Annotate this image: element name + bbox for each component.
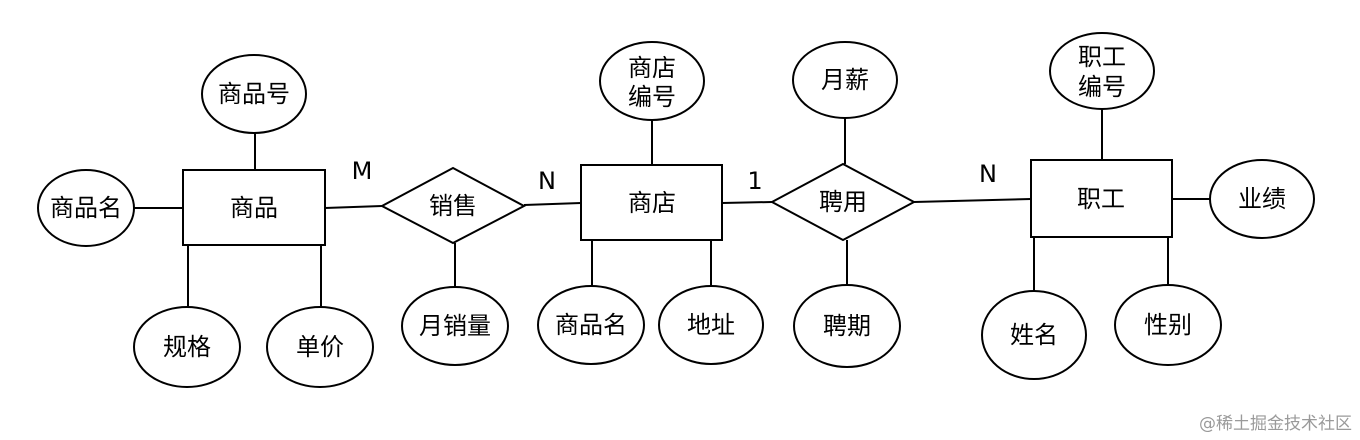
attr-name-label: 姓名 — [1010, 321, 1058, 349]
entity-store-label: 商店 — [628, 189, 676, 217]
attr-monthly-salary-label: 月薪 — [821, 66, 869, 94]
attr-performance: 业绩 — [1209, 159, 1315, 239]
attr-gender-label: 性别 — [1144, 311, 1192, 339]
relationship-hires: 聘用 — [769, 162, 917, 242]
edge-goods-sells — [324, 205, 383, 209]
watermark: @稀土掘金技术社区 — [1199, 414, 1352, 434]
attr-emp-no: 职工 编号 — [1049, 32, 1155, 110]
entity-goods: 商品 — [182, 169, 326, 246]
attr-store-no-line1: 商店 — [628, 54, 676, 82]
attr-store-goods-name: 商品名 — [537, 285, 645, 365]
cardinality-hires-employee: N — [979, 160, 997, 188]
attr-store-no-line2: 编号 — [628, 83, 676, 111]
attr-hire-period: 聘期 — [793, 284, 901, 368]
attr-unit-price-label: 单价 — [296, 333, 344, 361]
attr-performance-label: 业绩 — [1238, 185, 1286, 213]
attr-hire-period-label: 聘期 — [823, 312, 871, 340]
edge-hires-employee — [913, 198, 1032, 203]
attr-spec: 规格 — [133, 306, 241, 388]
cardinality-sells-store: N — [538, 167, 556, 195]
attr-emp-no-line1: 职工 — [1078, 43, 1126, 71]
attr-goods-name-label: 商品名 — [50, 194, 122, 222]
relationship-hires-label: 聘用 — [819, 188, 867, 216]
attr-goods-no-label: 商品号 — [218, 80, 290, 108]
cardinality-hires-store: 1 — [747, 167, 762, 195]
edge-store-hires — [721, 201, 773, 204]
attr-gender: 性别 — [1114, 284, 1222, 366]
attr-address-label: 地址 — [687, 311, 735, 339]
attr-unit-price: 单价 — [266, 306, 374, 388]
attr-monthly-sales: 月销量 — [401, 286, 509, 366]
attr-name: 姓名 — [981, 290, 1087, 380]
attr-monthly-salary: 月薪 — [792, 41, 898, 119]
entity-store: 商店 — [580, 164, 723, 241]
attr-emp-no-line2: 编号 — [1078, 73, 1126, 101]
attr-monthly-sales-label: 月销量 — [419, 312, 491, 340]
attr-spec-label: 规格 — [163, 333, 211, 361]
connectors — [134, 109, 1211, 308]
attr-store-goods-name-label: 商品名 — [555, 311, 627, 339]
entity-employee: 职工 — [1030, 159, 1173, 238]
relationship-sells-label: 销售 — [429, 192, 477, 220]
relationship-sells: 销售 — [379, 166, 527, 245]
entity-employee-label: 职工 — [1077, 185, 1125, 213]
attr-address: 地址 — [658, 285, 764, 365]
entity-goods-label: 商品 — [230, 194, 278, 222]
edge-sells-store — [523, 202, 582, 206]
attr-goods-no: 商品号 — [201, 54, 307, 134]
attr-goods-name: 商品名 — [37, 169, 135, 247]
attr-store-no: 商店 编号 — [599, 41, 705, 121]
cardinality-sells-goods: M — [352, 157, 373, 185]
